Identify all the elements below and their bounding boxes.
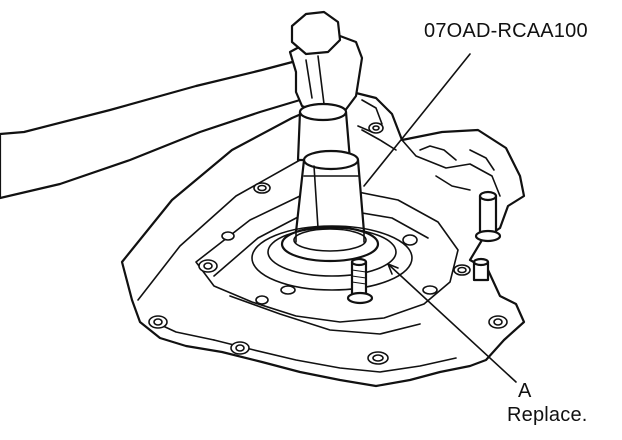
tool-number-label: 07OAD-RCAA100 [424, 20, 588, 42]
tool-leader-line [363, 53, 471, 187]
part-a-replace-note: Replace. [507, 404, 588, 426]
part-a-leader-arrowhead [387, 263, 399, 275]
hammer [0, 10, 364, 200]
part-a-callout: A [518, 380, 532, 402]
right-stud [472, 190, 502, 282]
driver-tool [251, 102, 413, 291]
dowel-pin [346, 257, 374, 305]
bolt-holes [148, 122, 508, 365]
part-a-leader-line [387, 263, 517, 383]
